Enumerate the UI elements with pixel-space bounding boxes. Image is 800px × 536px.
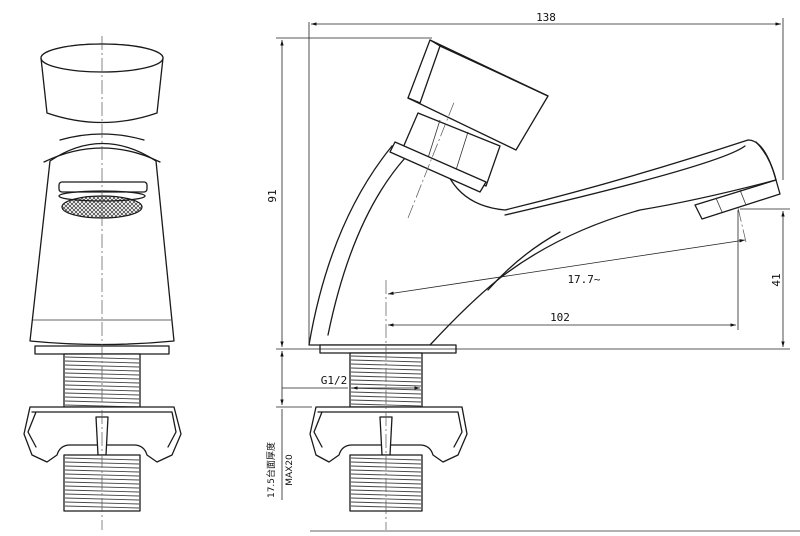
side-body	[308, 139, 777, 346]
dim-102-label: 102	[550, 311, 570, 324]
front-lock-nut	[23, 406, 182, 463]
thread-line	[350, 469, 422, 473]
dim-counter-line2: MAX20	[285, 454, 295, 486]
dim-91-label: 91	[266, 189, 279, 202]
side-view	[308, 39, 800, 532]
dim-138-label: 138	[536, 11, 556, 24]
thread-line	[64, 473, 140, 477]
dimension-overall-length: 138	[308, 11, 784, 345]
side-aerator	[694, 179, 781, 220]
side-lock-nut	[309, 406, 468, 463]
dim-17-7-label: 17.7~	[567, 273, 600, 286]
dim-counter-line1: 17.5台面厚度	[265, 442, 277, 498]
dim-41-label: 41	[770, 273, 783, 286]
dimension-overall-height: 91	[266, 37, 790, 350]
front-aerator	[58, 181, 148, 219]
thread-line	[350, 403, 422, 407]
button-centerline	[407, 99, 456, 219]
dimension-thread-size: G1/2	[282, 374, 420, 390]
dimension-spout-offset: 17.7~	[387, 239, 746, 295]
thread-line	[64, 380, 140, 384]
front-view	[23, 36, 182, 530]
thread-line	[350, 359, 422, 363]
dim-thread-label: G1/2	[321, 374, 348, 387]
side-push-button	[389, 39, 549, 193]
thread-line	[350, 497, 422, 501]
dimension-counter-thickness: 17.5台面厚度 MAX20	[265, 351, 312, 500]
thread-line	[64, 489, 140, 493]
outlet-centerline	[737, 207, 747, 243]
thread-line	[64, 384, 140, 388]
dimension-spout-height: 41	[740, 208, 790, 347]
